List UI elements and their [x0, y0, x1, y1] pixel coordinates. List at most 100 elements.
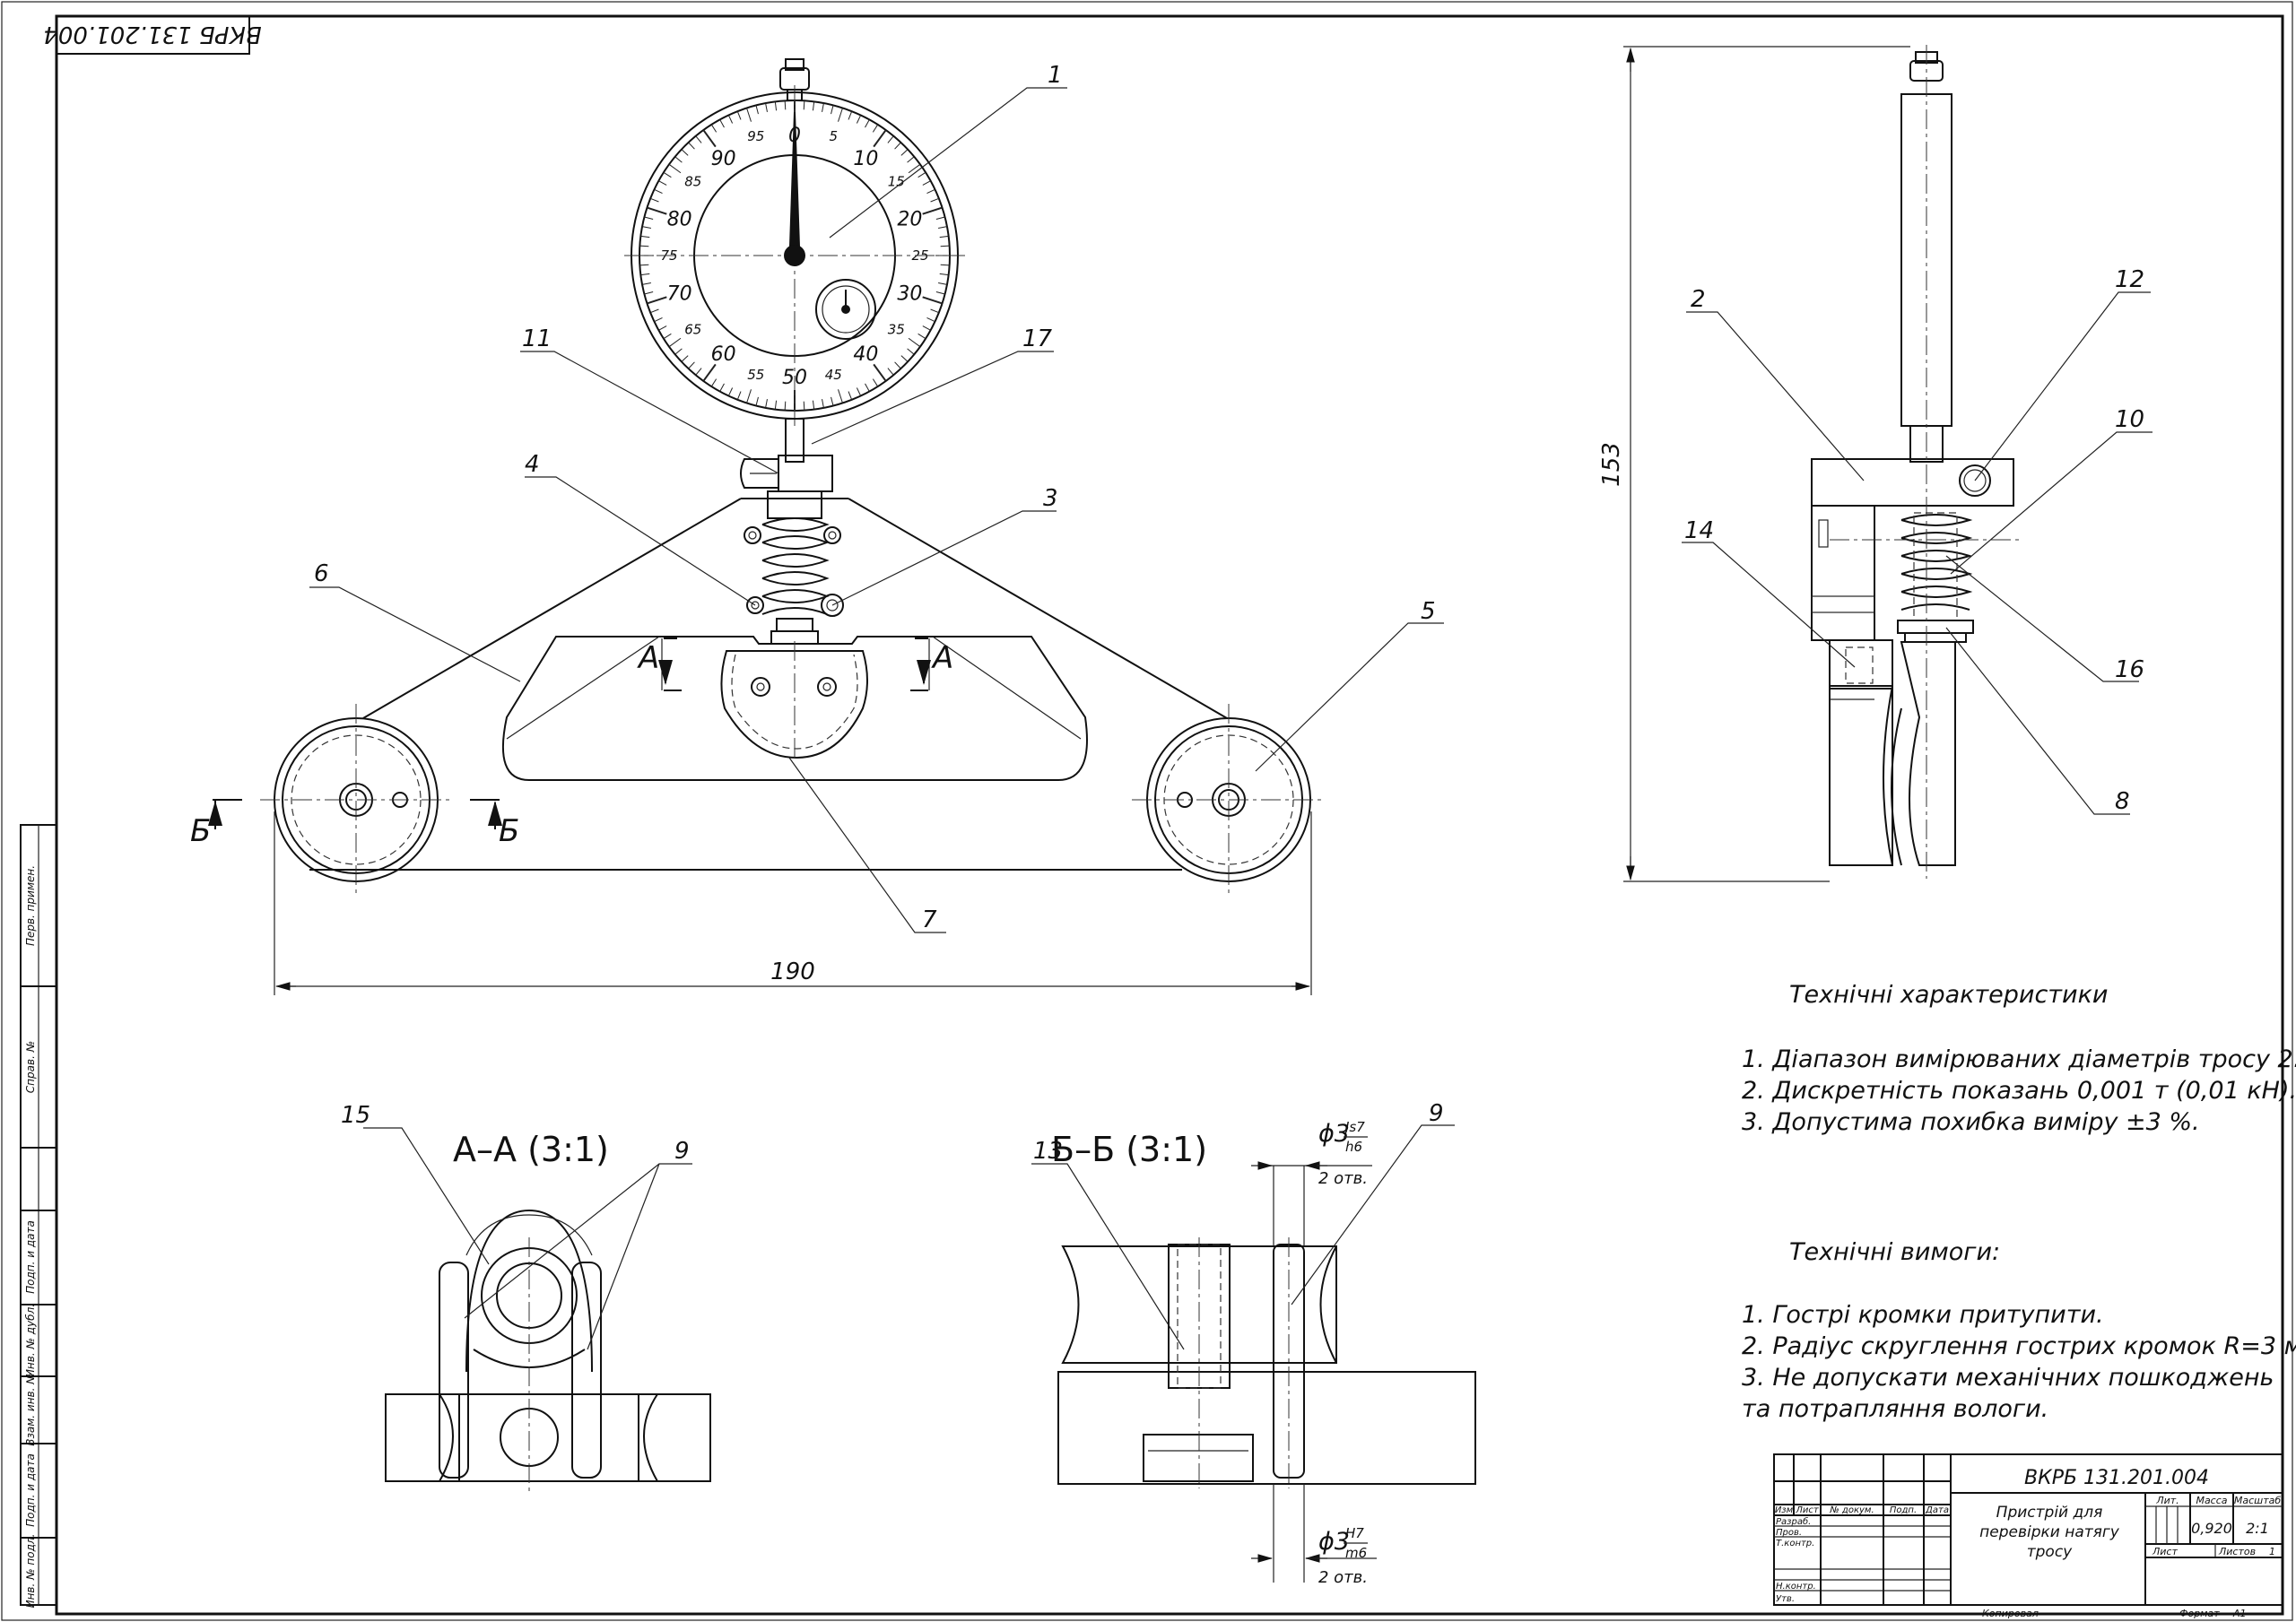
dial-tick: [649, 308, 659, 314]
dial-major-label: 70: [667, 283, 692, 306]
side-label-0: Перв. примен.: [24, 865, 37, 946]
dial-tick: [755, 105, 759, 115]
dial-tick: [930, 308, 940, 314]
dial-tick: [856, 115, 862, 124]
dial-tick: [674, 156, 683, 163]
dial-tick: [658, 325, 667, 331]
requirements-title: Технічні вимоги:: [1789, 1238, 2000, 1266]
side-strip: Перв. примен. Справ. № Подп. и дата Инв.…: [20, 824, 57, 1609]
dial-tick: [907, 156, 915, 163]
dial-tick: [865, 383, 870, 392]
dial-tick: [935, 216, 945, 220]
dial-tick: [668, 163, 682, 174]
fit-top-den: h6: [1345, 1139, 1362, 1155]
dial-tick: [746, 389, 752, 403]
role-1: Пров.: [1776, 1528, 1802, 1538]
dial-minor-label: 95: [747, 128, 764, 144]
dial-tick: [663, 333, 672, 340]
dial-tick: [774, 101, 778, 111]
sheets-label: Листов: [2218, 1546, 2256, 1557]
dial-tick: [838, 108, 843, 122]
dial-indicator: 01020304050607080905152535455565758595: [624, 58, 965, 492]
col-header-2: № докум.: [1829, 1505, 1874, 1515]
callout-5: 5: [1421, 598, 1436, 625]
width-dimension-value: 190: [770, 958, 815, 985]
dial-tick: [922, 180, 931, 186]
dial-tick: [736, 110, 742, 120]
bracket-body: [1811, 458, 2014, 507]
notes: Технічні характеристики 1. Діапазон вимі…: [1742, 981, 2296, 1423]
role-2: Т.контр.: [1776, 1539, 1814, 1548]
dial-tick: [873, 129, 887, 148]
dial-tick: [719, 119, 725, 128]
title-name-line-2: перевірки натягу: [1979, 1523, 2120, 1541]
dial-tick: [710, 124, 718, 133]
dial-tick: [926, 317, 935, 323]
side-label-6: Инв. № подл.: [24, 1534, 37, 1609]
dial-tick: [908, 337, 921, 348]
corner-stamp-box: [56, 15, 250, 55]
height-dimension-value: 153: [1598, 442, 1625, 487]
spec-item-3: 3. Допустима похибка виміру ±3 %.: [1742, 1108, 2200, 1136]
dial-minor-label: 35: [888, 321, 905, 337]
callout-3: 3: [1043, 485, 1058, 512]
dial-tick: [649, 197, 659, 203]
dial-tick: [922, 325, 931, 331]
title-block-code: ВКРБ 131.201.004: [2024, 1467, 2209, 1489]
side-label-2: Подп. и дата: [24, 1220, 37, 1294]
dial-tick: [894, 361, 901, 369]
dial-minor-label: 55: [747, 367, 764, 383]
dial-tick: [674, 348, 683, 355]
dial-tick: [887, 135, 894, 143]
dial-tick: [848, 391, 853, 401]
dial-tick: [784, 401, 787, 411]
width-dimension: 190: [274, 811, 1312, 995]
small-dial: [815, 279, 876, 340]
dial-tick: [918, 171, 926, 178]
dial-tick: [848, 110, 853, 120]
callout-8: 8: [2115, 788, 2130, 815]
mass-label: Масса: [2196, 1495, 2227, 1506]
side-view: 153 2 12 10 14 16 8: [1598, 45, 2152, 882]
dial-tick: [831, 396, 834, 406]
dial-tick: [939, 273, 949, 276]
dial-tick: [872, 124, 879, 133]
dial-tick: [926, 188, 935, 195]
copied-label: Копировал: [1982, 1608, 2039, 1619]
dial-major-label: 80: [667, 208, 692, 230]
holes-top: 2 отв.: [1318, 1169, 1368, 1188]
side-label-1: Справ. №: [24, 1041, 37, 1093]
dial-tick: [887, 368, 894, 376]
side-label-3: Инв. № дубл.: [24, 1304, 37, 1377]
scale-label: Масштаб: [2234, 1495, 2281, 1506]
title-block: Изм Лист № докум. Подп. Дата Разраб. Про…: [1773, 1453, 2283, 1619]
dial-tick: [900, 355, 909, 362]
sheet-label: Лист: [2152, 1546, 2178, 1557]
dial-tick: [865, 119, 870, 128]
dial-major-label: 10: [853, 148, 878, 170]
sheets-value: 1: [2269, 1546, 2275, 1557]
dial-tick: [918, 333, 926, 340]
dial-tick: [872, 378, 879, 387]
requirement-item-4: та потрапляння вологи.: [1742, 1395, 2048, 1423]
dial-tick: [873, 363, 887, 382]
dial-tick: [939, 235, 949, 239]
needle-hub: [784, 245, 805, 266]
fit-top-symbol: ϕ3: [1318, 1120, 1350, 1148]
mass-value: 0,920: [2191, 1520, 2232, 1537]
dial-tick: [938, 282, 948, 285]
triangular-frame: [309, 498, 1228, 871]
title-name-line-3: тросу: [2027, 1543, 2073, 1561]
fit-top-num: Js7: [1343, 1119, 1365, 1135]
section-aa: А–А (3:1) 15 9: [341, 1102, 711, 1493]
dial-tick: [695, 368, 702, 376]
dial-tick: [663, 171, 672, 178]
role-0: Разраб.: [1776, 1516, 1811, 1527]
section-a-marks: А А: [637, 638, 953, 691]
dial-tick: [831, 105, 834, 115]
dial-minor-label: 15: [888, 174, 905, 190]
dial-tick: [681, 149, 689, 156]
section-bb: Б–Б (3:1) ϕ3 Js7 h6 2 отв. ϕ3 H7 m6 2 от…: [1031, 1100, 1476, 1587]
dial-tick: [702, 363, 717, 382]
dial-tick: [647, 206, 667, 215]
